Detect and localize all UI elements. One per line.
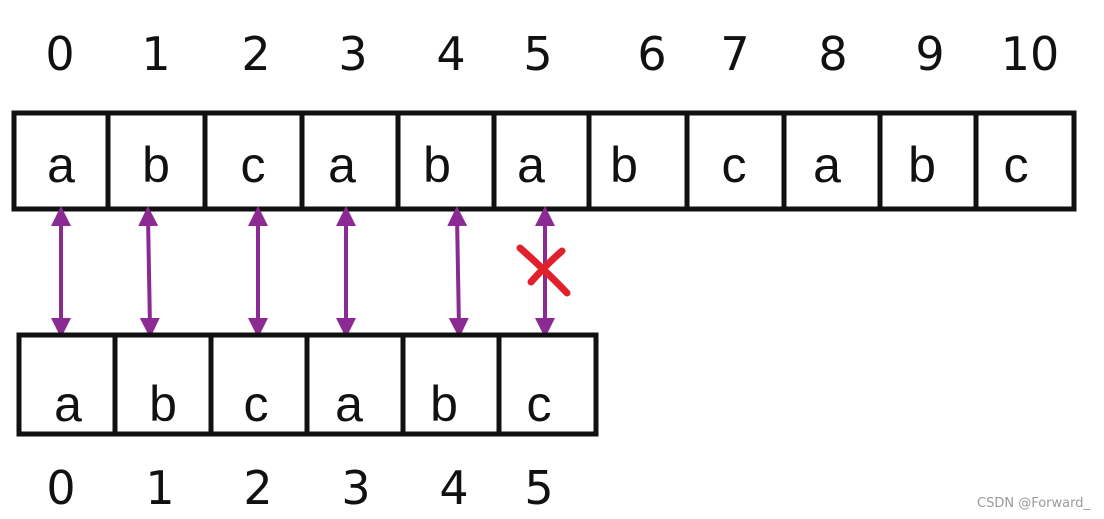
pattern-index-row: 0 1 2 3 4 5 bbox=[46, 461, 553, 515]
pattern-string-row bbox=[16, 332, 599, 437]
pattern-char-4: b bbox=[430, 376, 458, 432]
watermark: CSDN @Forward_ bbox=[977, 496, 1090, 511]
text-char-row: a b c a b a b c a b c bbox=[47, 137, 1028, 193]
text-index-6: 6 bbox=[637, 27, 666, 81]
pattern-char-5: c bbox=[527, 376, 552, 432]
pattern-index-2: 2 bbox=[243, 461, 272, 515]
text-index-8: 8 bbox=[818, 27, 847, 81]
text-char-10: c bbox=[1004, 137, 1029, 193]
pattern-char-0: a bbox=[54, 376, 82, 432]
text-char-6: b bbox=[610, 137, 638, 193]
text-index-7: 7 bbox=[720, 27, 749, 81]
text-char-7: c bbox=[722, 137, 747, 193]
text-index-0: 0 bbox=[45, 27, 74, 81]
pattern-char-1: b bbox=[149, 376, 177, 432]
text-cell-6 bbox=[586, 110, 690, 212]
pattern-index-5: 5 bbox=[524, 461, 553, 515]
text-index-2: 2 bbox=[241, 27, 270, 81]
pattern-index-3: 3 bbox=[341, 461, 370, 515]
text-char-4: b bbox=[423, 137, 451, 193]
comparison-arrows bbox=[51, 206, 555, 338]
pattern-index-0: 0 bbox=[46, 461, 75, 515]
mismatch-x-icon bbox=[516, 244, 571, 297]
match-arrow-4 bbox=[447, 206, 469, 338]
pattern-char-2: c bbox=[244, 376, 269, 432]
text-char-9: b bbox=[908, 137, 936, 193]
text-index-row: 0 1 2 3 4 5 6 7 8 9 10 bbox=[45, 27, 1059, 81]
text-index-5: 5 bbox=[523, 27, 552, 81]
text-char-5: a bbox=[517, 137, 545, 193]
text-index-4: 4 bbox=[436, 27, 465, 81]
text-char-2: c bbox=[241, 137, 266, 193]
text-char-3: a bbox=[328, 137, 356, 193]
text-index-9: 9 bbox=[915, 27, 944, 81]
text-index-3: 3 bbox=[338, 27, 367, 81]
text-index-1: 1 bbox=[141, 27, 170, 81]
match-arrow-1 bbox=[138, 206, 160, 338]
pattern-index-1: 1 bbox=[145, 461, 174, 515]
pattern-char-row: a b c a b c bbox=[54, 376, 551, 432]
pattern-cell-5 bbox=[496, 332, 599, 437]
text-char-1: b bbox=[142, 137, 170, 193]
text-cell-10 bbox=[973, 110, 1077, 212]
text-char-0: a bbox=[47, 137, 75, 193]
text-index-10: 10 bbox=[1001, 27, 1060, 81]
pattern-index-4: 4 bbox=[439, 461, 468, 515]
pattern-char-3: a bbox=[335, 376, 363, 432]
text-char-8: a bbox=[813, 137, 841, 193]
